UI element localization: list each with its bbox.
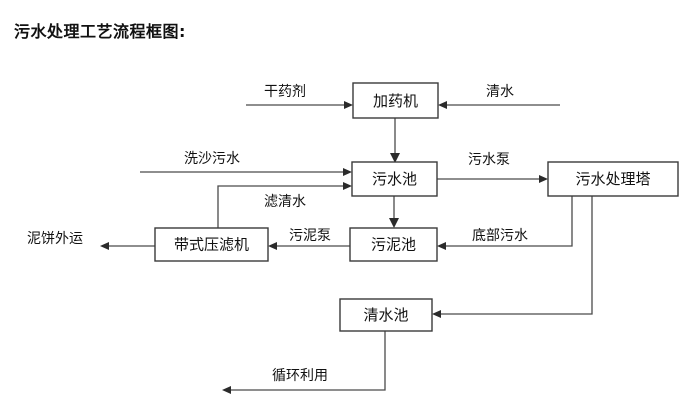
node-dosing-machine[interactable]: 加药机 xyxy=(352,82,439,119)
edge-label-filtrate-water: 滤清水 xyxy=(264,194,306,210)
edge-dosing-to-sewage-pool xyxy=(390,118,400,163)
node-label-dosing-machine: 加药机 xyxy=(373,92,418,110)
page-title: 污水处理工艺流程框图: xyxy=(14,22,186,41)
node-label-treatment-tower: 污水处理塔 xyxy=(575,170,650,188)
nodes-layer: 加药机 污水池 污水处理塔 带式压滤机 污泥池 清水池 xyxy=(154,82,679,332)
edge-label-recycle-reuse: 循环利用 xyxy=(272,368,328,384)
edge-filtrate-to-sewage-pool xyxy=(217,182,352,228)
edge-tower-to-clean-pool xyxy=(432,196,593,318)
edge-labels-layer: 干药剂 清水 洗沙污水 污水泵 滤清水 泥饼外运 污泥泵 底部污水 循环利用 xyxy=(27,84,528,384)
edge-sewage-pool-to-sludge-pool xyxy=(389,196,399,228)
node-clean-pool[interactable]: 清水池 xyxy=(339,298,433,332)
node-sewage-pool[interactable]: 污水池 xyxy=(351,161,438,197)
edge-tower-to-sludge-pool xyxy=(437,196,573,250)
node-treatment-tower[interactable]: 污水处理塔 xyxy=(547,161,679,197)
node-label-clean-pool: 清水池 xyxy=(363,306,408,324)
node-sludge-pool[interactable]: 污泥池 xyxy=(349,227,438,262)
edge-label-sand-wash-sewage: 洗沙污水 xyxy=(184,151,240,167)
edge-label-bottom-sewage: 底部污水 xyxy=(472,228,528,244)
edge-clean-water-to-dosing xyxy=(438,101,560,109)
node-label-sewage-pool: 污水池 xyxy=(372,170,417,188)
edge-sewage-pool-to-tower xyxy=(437,175,548,183)
edge-label-sewage-pump: 污水泵 xyxy=(468,152,510,168)
edge-clean-pool-to-recycle xyxy=(222,331,386,394)
edge-sandwash-to-sewage-pool xyxy=(140,168,352,176)
edge-label-sludge-pump: 污泥泵 xyxy=(289,228,331,244)
node-label-sludge-pool: 污泥池 xyxy=(371,236,416,254)
node-belt-press[interactable]: 带式压滤机 xyxy=(154,227,269,262)
node-label-belt-press: 带式压滤机 xyxy=(174,236,249,254)
edge-label-mud-cake-out: 泥饼外运 xyxy=(27,231,83,247)
edge-sludge-pool-to-belt-press xyxy=(268,242,350,250)
edge-dry-agent-to-dosing xyxy=(246,101,353,109)
edge-belt-press-to-mudcake xyxy=(100,242,155,250)
edges-layer xyxy=(100,101,593,394)
edge-label-dry-agent: 干药剂 xyxy=(264,84,306,100)
edge-label-clean-water-in: 清水 xyxy=(486,84,514,100)
